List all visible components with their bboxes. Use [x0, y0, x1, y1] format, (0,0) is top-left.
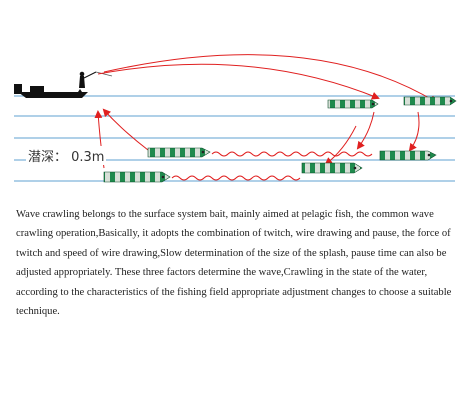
cast-arrow-near [97, 63, 380, 100]
lure-icon-2 [403, 96, 457, 106]
boat-with-angler-icon [14, 71, 97, 98]
description-text: Wave crawling belongs to the surface sys… [16, 209, 452, 318]
lure-icon-5 [301, 162, 363, 174]
lure-icon-1 [327, 99, 379, 109]
wave-trail-lower [171, 175, 301, 181]
depth-label: 潜深： 0.3m [26, 146, 107, 165]
lure-icon-4 [379, 150, 437, 161]
wave-trails [171, 151, 373, 181]
cast-arrows [97, 54, 438, 104]
water-lines [14, 95, 455, 182]
retrieve-arrows [94, 108, 420, 169]
lure-icon-6 [103, 171, 171, 183]
retrieve-arrow-4 [102, 108, 149, 151]
retrieve-arrow-2 [408, 111, 420, 152]
retrieve-arrow-1 [356, 111, 375, 150]
wave-trail-upper [211, 151, 373, 157]
lure-icon-3 [147, 147, 211, 158]
retrieve-arrow-3 [324, 125, 357, 166]
cast-arrow-far [103, 54, 438, 104]
fishing-line [95, 71, 113, 77]
wave-crawling-diagram [14, 54, 457, 183]
